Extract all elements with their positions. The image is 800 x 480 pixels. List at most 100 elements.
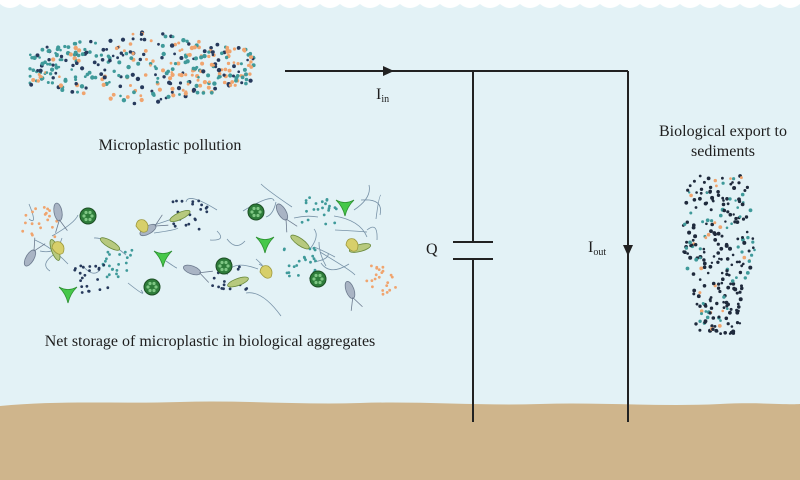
aggregate-particle	[321, 206, 324, 210]
pollution-particle	[242, 47, 247, 53]
aggregate-particle	[115, 272, 118, 276]
pollution-particle	[29, 53, 32, 57]
aggregate-particle	[105, 275, 109, 279]
pollution-particle	[143, 73, 148, 77]
pollution-particle	[111, 92, 116, 97]
pollution-particle	[126, 64, 131, 70]
pollution-particle	[103, 68, 107, 72]
biological-aggregates	[21, 183, 397, 317]
aggregate-particle	[212, 276, 216, 280]
pollution-particle	[160, 43, 165, 48]
aggregate-particle	[108, 264, 111, 268]
export-particle	[702, 258, 706, 262]
aggregate-particle	[39, 226, 42, 230]
export-particle	[740, 192, 745, 197]
pollution-particle	[169, 61, 173, 65]
aggregate-particle	[88, 269, 91, 272]
pollution-particle	[222, 80, 227, 85]
pollution-particle	[36, 79, 40, 83]
pollution-particle	[176, 86, 182, 91]
pollution-particle	[143, 49, 148, 53]
export-particle	[699, 309, 704, 313]
alga-sphere-icon	[79, 207, 97, 225]
aggregate-particle	[304, 199, 308, 202]
export-particle	[738, 322, 742, 325]
export-particle	[719, 213, 723, 218]
aggregate-particle	[334, 207, 338, 211]
pollution-particle	[232, 47, 237, 51]
export-label-line1: Biological export to	[659, 123, 787, 140]
pollution-particle	[232, 74, 235, 78]
copepod-icon	[183, 264, 213, 283]
aggregate-particle	[236, 267, 240, 271]
export-particle	[729, 182, 733, 186]
aggregate-particle	[388, 288, 392, 292]
pollution-particle	[192, 89, 196, 93]
pollution-particle	[74, 82, 78, 86]
aggregate-particle	[106, 250, 110, 254]
export-particle	[694, 243, 698, 247]
export-particle	[740, 284, 743, 288]
aggregate-particle	[111, 267, 114, 271]
pollution-particle	[195, 90, 200, 95]
pollution-particle	[71, 63, 75, 68]
aggregate-particle	[81, 265, 85, 269]
export-particle	[721, 309, 724, 313]
aggregate-particle	[205, 205, 209, 209]
export-particle	[711, 198, 715, 202]
pollution-particle	[74, 78, 78, 82]
aggregate-particle	[79, 264, 83, 268]
export-particle	[692, 288, 697, 293]
pollution-particle	[125, 95, 130, 99]
export-particle	[699, 187, 704, 191]
aggregate-particle	[223, 280, 226, 283]
pollution-particle	[87, 70, 92, 75]
pollution-particle	[183, 91, 188, 96]
export-particle	[738, 270, 743, 275]
pollution-particle	[72, 56, 77, 61]
export-particle	[721, 176, 724, 180]
triangular-alga-icon	[335, 199, 355, 217]
pollution-particle	[168, 76, 173, 81]
aggregate-particle	[222, 283, 226, 287]
pollution-particle	[139, 38, 143, 41]
export-particle	[702, 284, 707, 288]
pollution-particle	[96, 63, 100, 67]
pollution-particle	[121, 53, 125, 57]
export-particle	[746, 235, 750, 240]
aggregate-particle	[238, 265, 241, 269]
aggregate-particle	[107, 273, 111, 277]
pollution-particle	[224, 55, 229, 60]
pollution-particle	[51, 76, 55, 80]
pollution-particle	[60, 88, 65, 92]
aggregate-particle	[371, 285, 374, 289]
pollution-particle	[230, 80, 235, 84]
pollution-particle	[131, 51, 135, 56]
pollution-particle	[242, 67, 247, 72]
export-particle	[729, 177, 732, 180]
pollution-particle	[196, 78, 200, 82]
pollution-particle	[154, 73, 157, 77]
pollution-particle	[77, 48, 82, 53]
pollution-particle	[206, 85, 211, 90]
export-particle	[745, 230, 749, 234]
aggregate-particle	[97, 267, 101, 271]
pollution-particle	[161, 32, 165, 36]
export-particle	[745, 271, 750, 275]
pollution-particle	[40, 47, 45, 52]
aggregate-particle	[48, 214, 51, 218]
export-particle	[728, 212, 733, 217]
alga-sphere-icon	[309, 270, 327, 288]
pollution-particle	[178, 93, 181, 96]
aggregate-particle	[244, 288, 248, 291]
aggregate-particle	[325, 198, 329, 201]
export-particle	[721, 277, 725, 282]
pollution-particle	[233, 83, 237, 87]
pollution-particle	[51, 63, 55, 67]
export-particle	[738, 297, 743, 302]
export-particle	[735, 220, 740, 225]
pollution-particle	[45, 71, 49, 74]
aggregate-particle	[313, 268, 317, 272]
export-particle	[710, 324, 714, 328]
pollution-particle	[202, 53, 207, 59]
